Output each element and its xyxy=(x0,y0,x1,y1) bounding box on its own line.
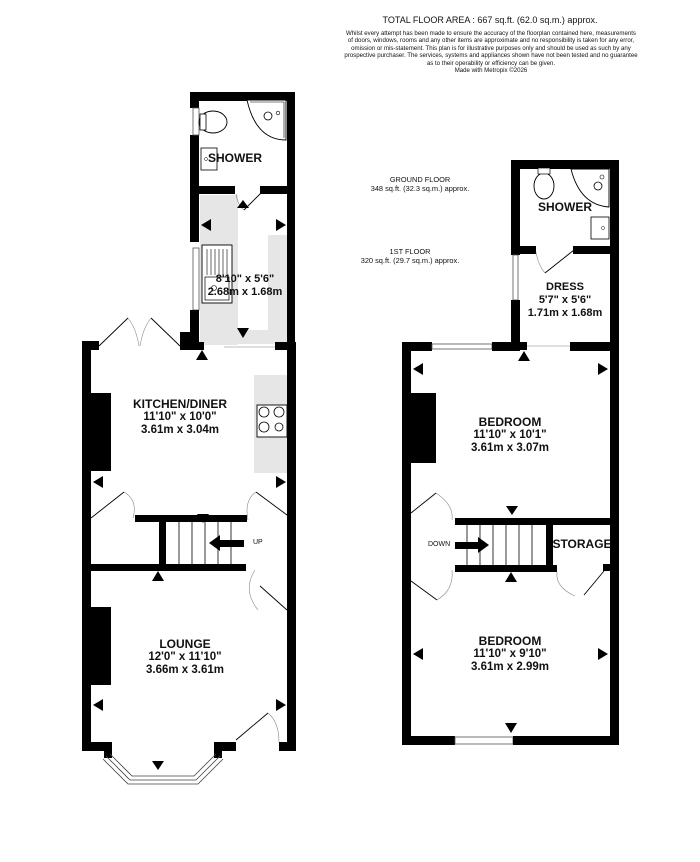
room-dimensions-metric: 3.66m x 3.61m xyxy=(145,664,224,676)
room-label-dress: DRESS 5'7" x 5'6" 1.71m x 1.68m xyxy=(520,281,610,320)
disclaimer-line: omission or mis-statement. This plan is … xyxy=(351,44,631,52)
room-dimensions-imperial: 8'10" x 5'6" xyxy=(215,273,275,285)
room-name: BEDROOM xyxy=(478,415,542,429)
room-dimensions-metric: 2.68m x 1.68m xyxy=(207,286,283,298)
room-name: SHOWER xyxy=(538,200,592,214)
room-dimensions-metric: 3.61m x 3.07m xyxy=(470,442,549,454)
room-label-ground-shower: SHOWER xyxy=(200,152,270,165)
room-name: KITCHEN/DINER xyxy=(132,397,227,411)
made-with-credit: Made with Metropix ©2026 xyxy=(454,67,528,75)
ground-floor-plan xyxy=(82,92,296,785)
ground-floor-name: GROUND FLOOR xyxy=(389,175,451,184)
first-floor-label: 1ST FLOOR 320 sq.ft. (29.7 sq.m.) approx… xyxy=(320,247,500,265)
room-label-bedroom-1: BEDROOM 11'10" x 10'1" 3.61m x 3.07m xyxy=(440,416,580,455)
room-label-kitchen-diner: KITCHEN/DINER 11'10" x 10'0" 3.61m x 3.0… xyxy=(110,398,250,437)
room-dimensions-metric: 1.71m x 1.68m xyxy=(527,307,603,319)
room-label-storage: STORAGE xyxy=(551,538,613,551)
stairs-up-label: UP xyxy=(253,539,263,546)
disclaimer: Whilst every attempt has been made to en… xyxy=(286,30,696,74)
room-dimensions-imperial: 11'10" x 10'1" xyxy=(473,429,547,441)
stairs-down-label: DOWN xyxy=(428,541,451,548)
room-name: BEDROOM xyxy=(478,634,542,648)
disclaimer-line: Whilst every attempt has been made to en… xyxy=(346,30,636,37)
room-label-first-shower: SHOWER xyxy=(530,201,600,214)
room-dimensions-imperial: 5'7" x 5'6" xyxy=(538,294,592,306)
disclaimer-line: as to their operability or efficiency ca… xyxy=(426,59,556,67)
room-name: LOUNGE xyxy=(159,637,211,651)
room-name: STORAGE xyxy=(552,537,612,551)
worktop-shading xyxy=(268,235,288,343)
ground-floor-label: GROUND FLOOR 348 sq.ft. (32.3 sq.m.) app… xyxy=(330,175,510,193)
room-dimensions-imperial: 11'10" x 9'10" xyxy=(473,648,547,660)
room-dimensions-metric: 3.61m x 3.04m xyxy=(140,424,219,436)
room-dimensions-metric: 3.61m x 2.99m xyxy=(470,661,549,673)
room-name: DRESS xyxy=(546,281,584,293)
room-dimensions-imperial: 12'0" x 11'10" xyxy=(148,651,222,663)
room-label-lounge: LOUNGE 12'0" x 11'10" 3.66m x 3.61m xyxy=(115,638,255,677)
first-floor-plan xyxy=(402,160,619,745)
total-floor-area: TOTAL FLOOR AREA : 667 sq.ft. (62.0 sq.m… xyxy=(382,15,598,25)
disclaimer-line: of doors, windows, rooms and any other i… xyxy=(347,37,635,45)
room-label-bedroom-2: BEDROOM 11'10" x 9'10" 3.61m x 2.99m xyxy=(440,635,580,674)
room-label-utility: 8'10" x 5'6" 2.68m x 1.68m xyxy=(195,273,295,299)
room-name: SHOWER xyxy=(208,151,262,165)
ground-floor-area: 348 sq.ft. (32.3 sq.m.) approx. xyxy=(370,184,470,193)
disclaimer-line: prospective purchaser. The services, sys… xyxy=(344,52,638,60)
room-dimensions-imperial: 11'10" x 10'0" xyxy=(143,411,217,423)
first-floor-name: 1ST FLOOR xyxy=(389,247,431,256)
first-floor-area: 320 sq.ft. (29.7 sq.m.) approx. xyxy=(360,256,460,265)
